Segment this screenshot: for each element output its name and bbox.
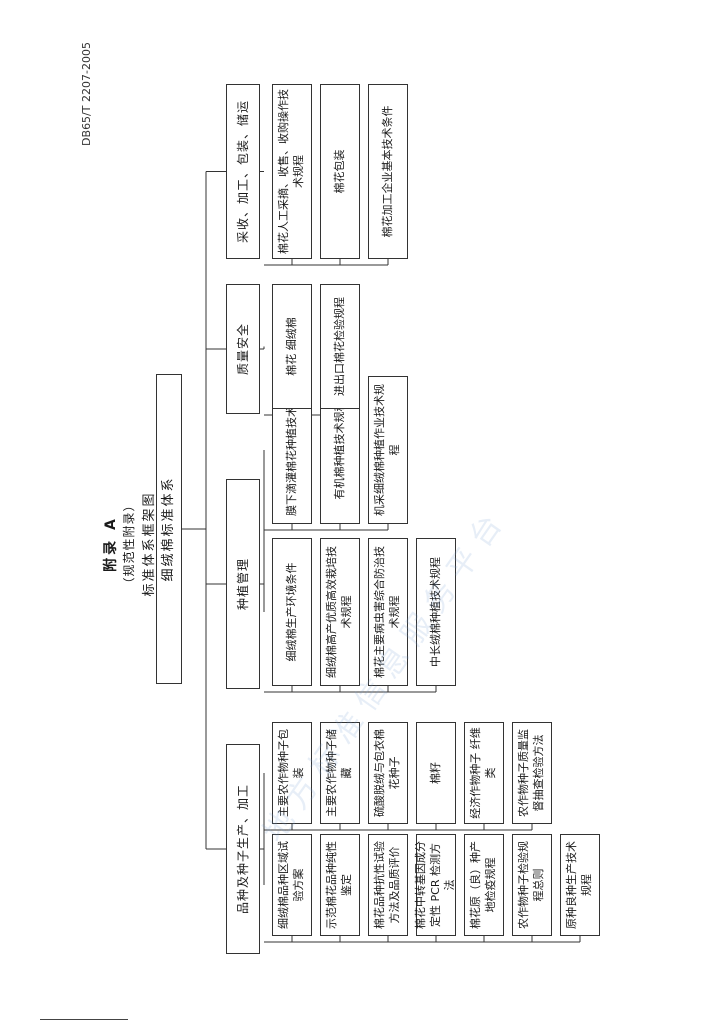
standard-leaf-box: 进出口棉花检验规程 (320, 284, 360, 409)
standard-leaf-box: 示范棉花品种纯性鉴定 (320, 834, 360, 936)
footer-rule (40, 1019, 128, 1020)
standard-leaf-box: 机采细绒棉种植作业技术规程 (368, 376, 408, 524)
standard-leaf-box: 细绒棉生产环境条件 (272, 538, 312, 686)
standard-leaf-box: 棉花品种抗性试验方法及品质评价 (368, 834, 408, 936)
standard-leaf-box: 棉籽 (416, 722, 456, 824)
standard-leaf-box: 棉花原（良）种产地检疫规程 (464, 834, 504, 936)
doc-code: DB65/T 2207-2005 (80, 42, 93, 146)
standard-leaf-box: 棉花包装 (320, 84, 360, 259)
standard-leaf-box: 棉花 细绒棉 (272, 284, 312, 409)
standard-leaf-box: 棉花中转基因成分定性 PCR 检测方法 (414, 834, 456, 936)
category-box-cultivation: 种植管理 (226, 479, 260, 689)
root-box: 细绒棉标准体系 (156, 374, 182, 684)
category-box-harvest-processing: 采收、加工、包装、储运 (226, 84, 260, 259)
standard-leaf-box: 农作物种子检验规程总则 (512, 834, 552, 936)
category-box-seed-production: 品种及种子生产、加工 (226, 744, 260, 954)
standard-leaf-box: 棉花加工企业基本技术条件 (368, 84, 408, 259)
standard-leaf-box: 农作物种子质量监督抽查检验方法 (512, 722, 552, 824)
standard-leaf-box: 原种良种生产技术规程 (560, 834, 600, 936)
standard-leaf-box: 棉花人工采摘、收售、收购操作技术规程 (272, 84, 312, 259)
standard-leaf-box: 经济作物种子 纤维类 (464, 722, 504, 824)
appendix-title: 附录 A (103, 516, 119, 572)
framework-title: 标准体系框架图 (142, 491, 157, 597)
appendix-note: （规范性附录） (122, 498, 136, 590)
standard-leaf-box: 硫酸脱绒与包衣棉花种子 (368, 722, 408, 824)
standard-leaf-box: 细绒棉品种区域试验方案 (272, 834, 312, 936)
category-box-quality-safety: 质量安全 (226, 284, 260, 414)
standard-leaf-box: 细绒棉高产优质高效栽培技术规程 (320, 538, 360, 686)
